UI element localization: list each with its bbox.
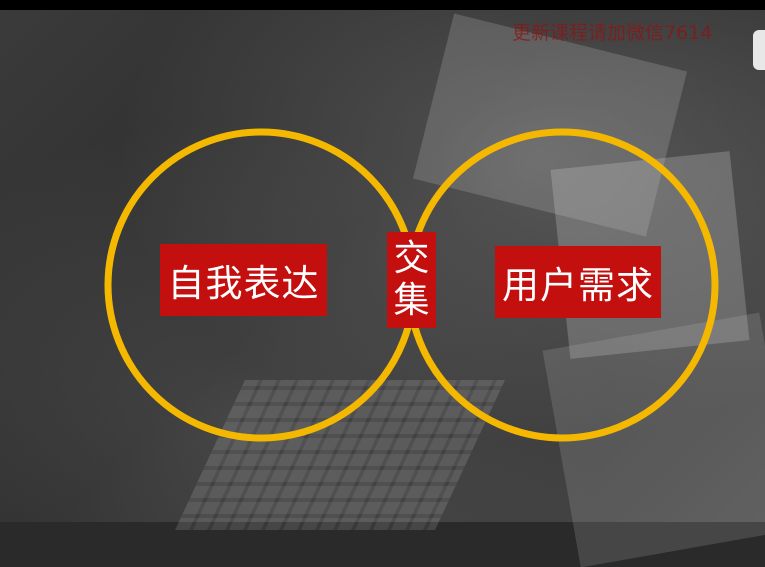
self-expression-label: 自我表达 — [160, 244, 327, 316]
intersection-label: 交 集 — [387, 232, 436, 328]
intersection-char-1: 交 — [393, 238, 430, 279]
side-tab — [753, 30, 765, 70]
user-needs-label: 用户需求 — [495, 246, 661, 318]
intersection-char-2: 集 — [393, 280, 430, 321]
watermark-text: 更新课程请加微信7614 — [512, 22, 713, 44]
self-expression-text: 自我表达 — [167, 262, 320, 305]
user-needs-text: 用户需求 — [502, 264, 654, 307]
top-bar — [0, 0, 765, 10]
